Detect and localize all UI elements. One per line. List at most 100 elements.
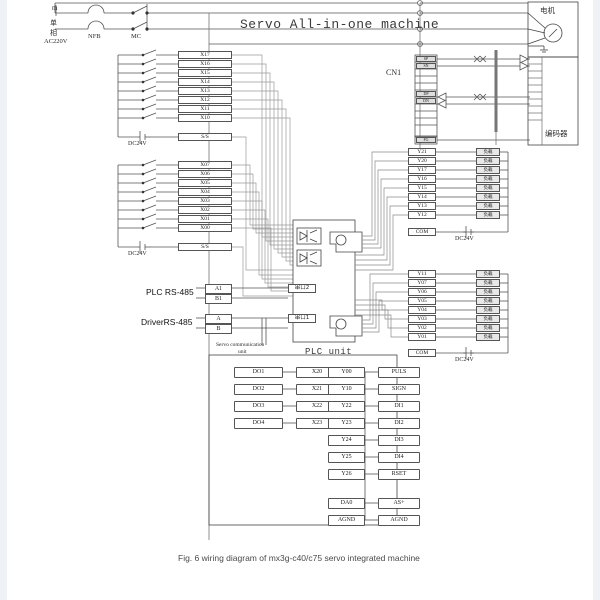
input-terminal-ss: S/S xyxy=(178,133,232,141)
plc-unit-label: PLC unit xyxy=(305,347,353,357)
plc-right-to-di2: DI2 xyxy=(378,418,420,429)
plc-right-to-rset: RSET xyxy=(378,469,420,480)
load-box-upper-4: 负载 xyxy=(476,175,500,183)
input-terminal-x16: X16 xyxy=(178,60,232,68)
input-terminal-x17: X17 xyxy=(178,51,232,59)
dc24v-label-input-lower: DC24V xyxy=(128,251,147,257)
cn1-terminal-dp: DP xyxy=(416,91,436,97)
page-edge-left xyxy=(0,0,7,600)
driver-rs485-label: DriverRS-485 xyxy=(141,317,193,327)
plc-left-from-do2: DO2 xyxy=(234,384,283,395)
output-terminal-lower-y06: Y06 xyxy=(408,288,436,296)
cn1-terminal-dn: DN xyxy=(416,98,436,104)
output-terminal-y21: Y21 xyxy=(408,148,436,156)
page-edge-right xyxy=(593,0,600,600)
plc-right-from-y24: Y24 xyxy=(328,435,365,446)
input-terminal-x13: X13 xyxy=(178,87,232,95)
plc-right-to-di3: DI3 xyxy=(378,435,420,446)
output-terminal-lower-y03: Y03 xyxy=(408,315,436,323)
plc-left-from-do1: DO1 xyxy=(234,367,283,378)
output-terminal-y13: Y13 xyxy=(408,202,436,210)
plc-right-from-y10: Y10 xyxy=(328,384,365,395)
load-box-lower-3: 负载 xyxy=(476,288,500,296)
serial-port-1-tag: 串口1 xyxy=(288,314,316,323)
input-terminal-lower-ss: S/S xyxy=(178,243,232,251)
plc-left-from-do3: DO3 xyxy=(234,401,283,412)
plc-right-to-puls: PULS xyxy=(378,367,420,378)
supply-voltage-label: AC220V xyxy=(44,38,68,45)
dc24v-label-output-upper: DC24V xyxy=(455,236,474,242)
plc-analog-from-da0: DA0 xyxy=(328,498,365,509)
plc-right-from-y23: Y23 xyxy=(328,418,365,429)
dc24v-label-output-lower: DC24V xyxy=(455,357,474,363)
output-terminal-y15: Y15 xyxy=(408,184,436,192)
plc-analog-to-agnd: AGND xyxy=(378,515,420,526)
output-terminal-y17: Y17 xyxy=(408,166,436,174)
output-terminal-lower-y02: Y02 xyxy=(408,324,436,332)
output-terminal-com: COM xyxy=(408,228,436,236)
plc-rs485-terminal-a1: A1 xyxy=(205,284,232,294)
output-terminal-lower-y05: Y05 xyxy=(408,297,436,305)
input-terminal-lower-x02: X02 xyxy=(178,206,232,214)
output-terminal-y14: Y14 xyxy=(408,193,436,201)
plc-right-to-di1: DI1 xyxy=(378,401,420,412)
input-terminal-lower-x03: X03 xyxy=(178,197,232,205)
comm-unit-label-line2: unit xyxy=(238,349,247,355)
plc-analog-to-as: AS+ xyxy=(378,498,420,509)
load-box-upper-3: 负载 xyxy=(476,166,500,174)
breaker-label: NFB xyxy=(88,33,101,40)
input-terminal-x10: X10 xyxy=(178,114,232,122)
encoder-label: 编码器 xyxy=(545,129,568,138)
load-box-upper-8: 负载 xyxy=(476,211,500,219)
figure-caption: Fig. 6 wiring diagram of mx3g-c40/c75 se… xyxy=(178,553,420,563)
output-terminal-y12: Y12 xyxy=(408,211,436,219)
load-box-upper-6: 负载 xyxy=(476,193,500,201)
input-terminal-x11: X11 xyxy=(178,105,232,113)
output-terminal-y16: Y16 xyxy=(408,175,436,183)
load-box-lower-7: 负载 xyxy=(476,324,500,332)
plc-rs485-terminal-b1: B1 xyxy=(205,294,232,304)
contactor-label: MC xyxy=(131,33,142,40)
driver-rs485-terminal-b: B xyxy=(205,324,232,334)
plc-right-from-y22: Y22 xyxy=(328,401,365,412)
plc-right-from-y25: Y25 xyxy=(328,452,365,463)
input-terminal-lower-x04: X04 xyxy=(178,188,232,196)
load-box-lower-4: 负载 xyxy=(476,297,500,305)
supply-terminal-marker: m xyxy=(52,4,58,12)
output-terminal-y20: Y20 xyxy=(408,157,436,165)
load-box-upper-1: 负载 xyxy=(476,148,500,156)
motor-label: 电机 xyxy=(540,6,555,15)
load-box-lower-6: 负载 xyxy=(476,315,500,323)
plc-rs485-label: PLC RS-485 xyxy=(146,287,194,297)
plc-right-from-y26: Y26 xyxy=(328,469,365,480)
cn1-shield-terminal: FG xyxy=(416,137,436,143)
cn1-terminal-sn: SN xyxy=(416,63,436,69)
output-terminal-lower-y07: Y07 xyxy=(408,279,436,287)
plc-analog-from-agnd: AGND xyxy=(328,515,365,526)
driver-rs485-terminal-a: A xyxy=(205,314,232,324)
input-terminal-lower-x00: X00 xyxy=(178,224,232,232)
plc-right-to-di4: DI4 xyxy=(378,452,420,463)
output-terminal-lower-y01: Y01 xyxy=(408,333,436,341)
input-terminal-x12: X12 xyxy=(178,96,232,104)
cn1-terminal-sp: SP xyxy=(416,56,436,62)
output-terminal-lower-y11: Y11 xyxy=(408,270,436,278)
serial-port-2-tag: 串口2 xyxy=(288,284,316,293)
load-box-lower-5: 负载 xyxy=(476,306,500,314)
input-terminal-x14: X14 xyxy=(178,78,232,86)
comm-unit-label-line1: Servo communication xyxy=(216,342,265,348)
plc-right-from-y00: Y00 xyxy=(328,367,365,378)
output-terminal-lower-y04: Y04 xyxy=(408,306,436,314)
input-terminal-x15: X15 xyxy=(178,69,232,77)
plc-left-from-do4: DO4 xyxy=(234,418,283,429)
phase-label-line1: 单 xyxy=(50,19,57,27)
load-box-lower-2: 负载 xyxy=(476,279,500,287)
input-terminal-lower-x01: X01 xyxy=(178,215,232,223)
cn1-label: CN1 xyxy=(386,68,402,77)
output-terminal-lower-com: COM xyxy=(408,349,436,357)
load-box-lower-1: 负载 xyxy=(476,270,500,278)
load-box-upper-7: 负载 xyxy=(476,202,500,210)
input-terminal-lower-x05: X05 xyxy=(178,179,232,187)
